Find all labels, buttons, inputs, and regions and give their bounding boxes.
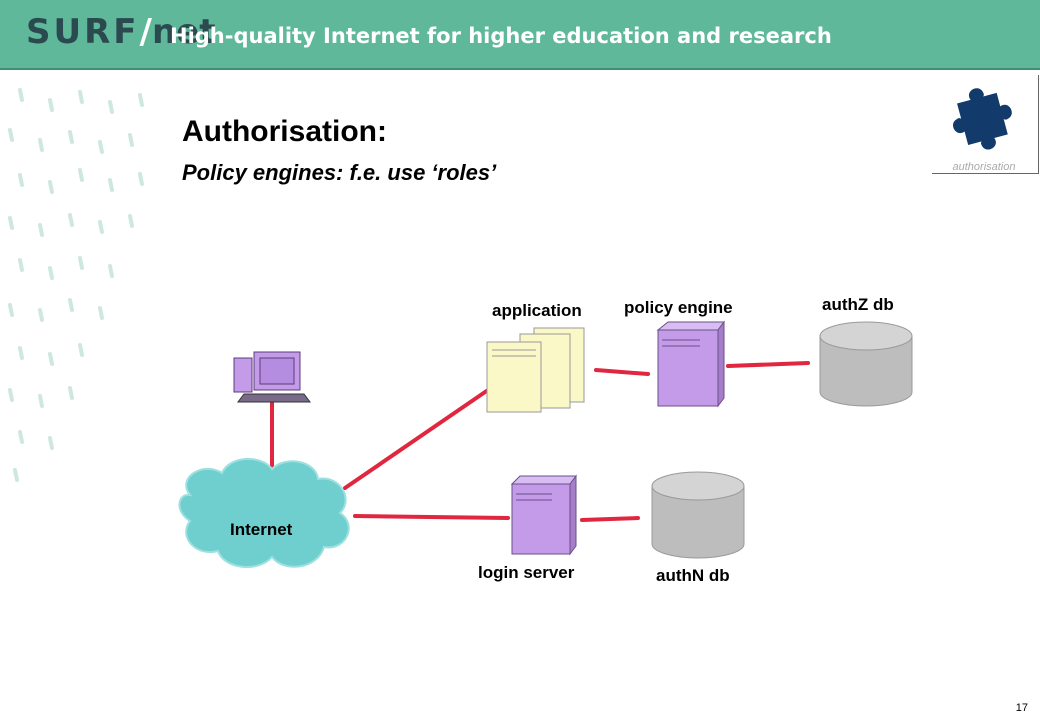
slide-subtitle: Policy engines: f.e. use ‘roles’ (182, 160, 497, 185)
policy-engine-server-icon (656, 320, 725, 408)
page-number: 17 (1015, 702, 1028, 714)
authorisation-badge: authorisation (932, 75, 1039, 174)
authn-database-icon (651, 471, 745, 559)
desktop-computer-icon (233, 351, 311, 403)
authn-db-label: authN db (656, 566, 730, 585)
internet-cloud-icon (178, 457, 350, 569)
link-internet-application (343, 388, 490, 490)
application-label: application (492, 301, 582, 320)
decorative-dash-pattern (8, 88, 144, 482)
link-policy-authz (726, 361, 810, 368)
puzzle-piece-icon (953, 88, 1012, 150)
login-server-icon (510, 474, 577, 556)
link-login-authn (580, 516, 640, 522)
badge-caption: authorisation (952, 161, 1016, 173)
surfnet-logo: SURF/net (26, 12, 216, 52)
link-application-policy (594, 368, 650, 376)
slide-title: Authorisation: (182, 115, 387, 148)
authz-database-icon (819, 321, 913, 407)
header-tagline: High-quality Internet for higher educati… (170, 24, 832, 48)
internet-label: Internet (230, 520, 293, 539)
policy-engine-label: policy engine (624, 298, 733, 317)
application-server-icon (486, 327, 585, 413)
login-server-label: login server (478, 563, 575, 582)
header-bar: SURF/net High-quality Internet for highe… (0, 0, 1040, 70)
authz-db-label: authZ db (822, 295, 894, 314)
link-internet-login (353, 514, 510, 520)
